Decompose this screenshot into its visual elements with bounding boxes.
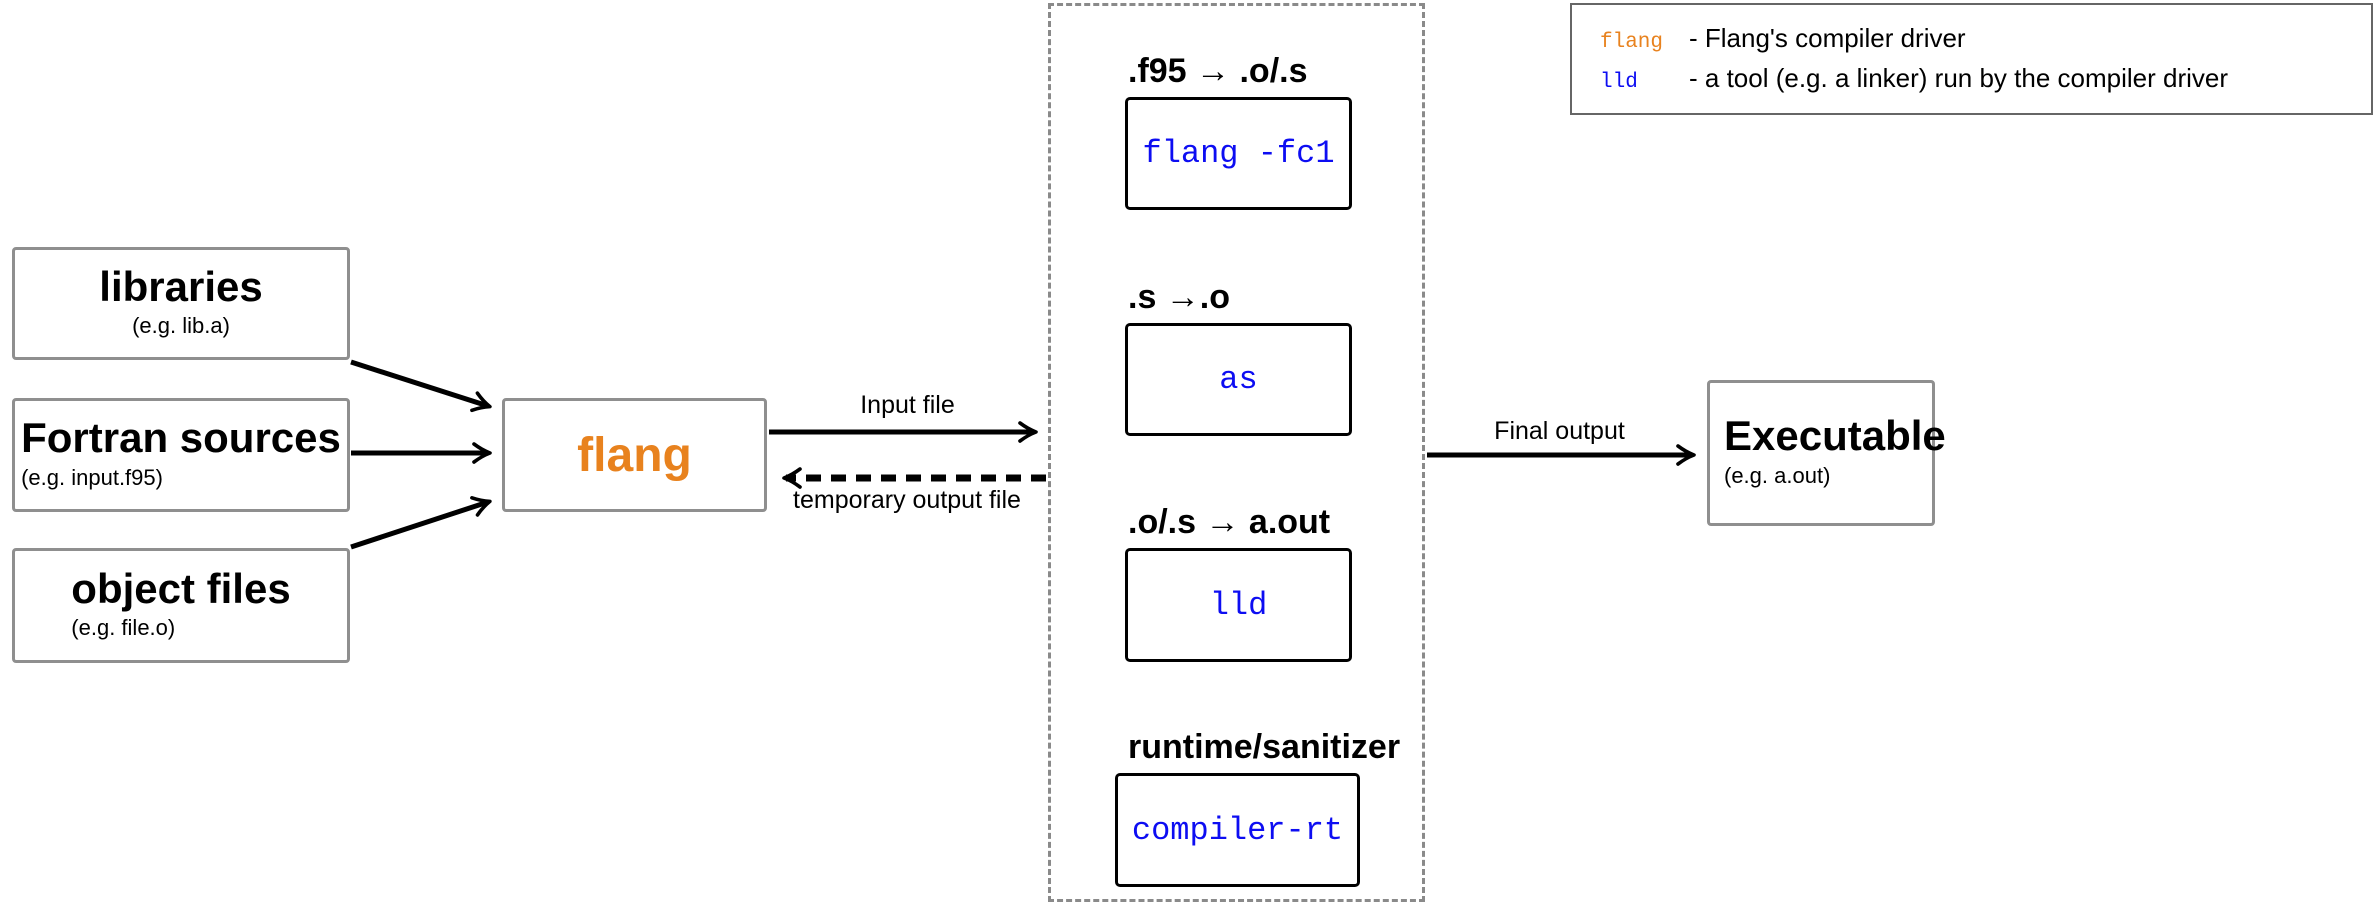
lld-box: lld [1125,548,1352,662]
fortran-sources-box: Fortran sources (e.g. input.f95) [12,398,350,512]
input-file-label: Input file [860,391,955,419]
libraries-box-content: libraries (e.g. lib.a) [99,262,263,342]
executable-example: (e.g. a.out) [1724,462,1831,488]
tool-title-f95-to-o-s: .f95 → .o/.s [1128,52,1308,90]
legend-desc-flang: - Flang's compiler driver [1689,23,1966,53]
lld-command: lld [1209,586,1268,624]
libraries-box: libraries (e.g. lib.a) [12,247,350,360]
flang-fc1-command: flang -fc1 [1142,135,1335,172]
executable-box-content: Executable (e.g. a.out) [1724,414,1946,491]
compiler-rt-command: compiler-rt [1131,811,1344,849]
temporary-output-file-label: temporary output file [793,486,1021,514]
compiler-rt-box: compiler-rt [1115,773,1360,887]
flang-driver-box: flang [502,398,767,512]
legend-term-lld: lld [1600,71,1638,94]
tool-title-o-s-to-aout: .o/.s → a.out [1128,503,1331,541]
as-command: as [1219,361,1258,398]
final-output-label: Final output [1494,417,1625,445]
tool-title-s-to-o: .s →.o [1128,278,1231,316]
as-box: as [1125,323,1352,436]
executable-title: Executable [1724,412,1946,460]
object-files-box-content: object files (e.g. file.o) [71,564,291,644]
fortran-sources-example: (e.g. input.f95) [21,464,163,490]
arrow-libraries-to-flang [350,359,492,413]
libraries-title: libraries [99,262,263,310]
legend-row-flang: flang - Flang's compiler driver [1600,18,2371,58]
arrow-object-files-to-flang [350,496,492,550]
object-files-title: object files [71,564,291,612]
fortran-sources-box-content: Fortran sources (e.g. input.f95) [21,416,341,493]
executable-box: Executable (e.g. a.out) [1707,380,1946,526]
legend-box: flang - Flang's compiler driver lld - a … [1570,3,2373,115]
tool-title-runtime-sanitizer: runtime/sanitizer [1128,728,1401,766]
legend-row-lld: lld - a tool (e.g. a linker) run by the … [1600,58,2371,98]
libraries-example: (e.g. lib.a) [132,313,230,339]
fortran-sources-title: Fortran sources [21,414,341,462]
legend-desc-lld: - a tool (e.g. a linker) run by the comp… [1689,63,2228,93]
legend-term-flang: flang [1600,31,1664,54]
object-files-box: object files (e.g. file.o) [12,548,350,663]
object-files-example: (e.g. file.o) [71,615,176,641]
tools-container [1048,3,1425,902]
flang-fc1-box: flang -fc1 [1125,97,1352,210]
flang-driver-label: flang [577,428,692,482]
